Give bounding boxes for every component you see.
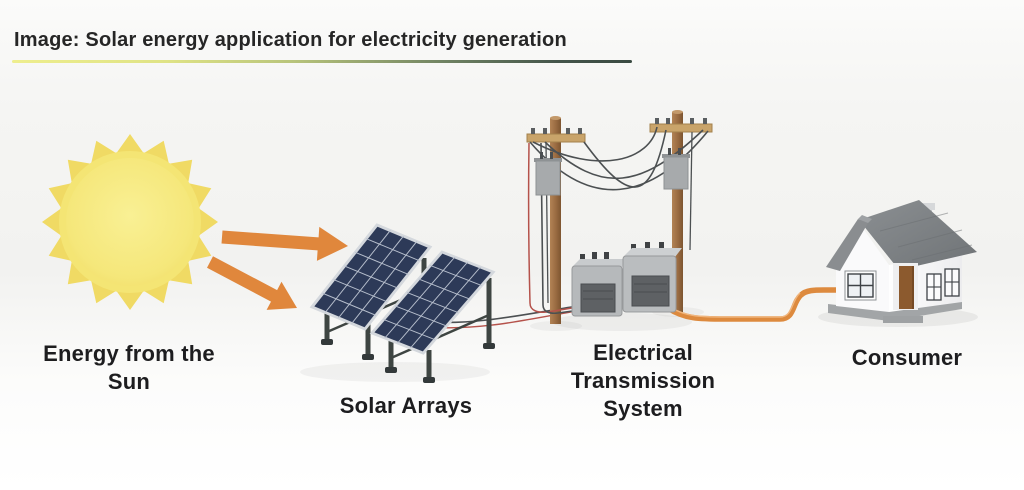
flow-arrow-icon [207,226,348,310]
label-energy-from-sun: Energy from the Sun [43,341,215,395]
pole-transformer-icon [534,148,690,196]
house-icon [826,200,977,323]
title-underline [12,60,632,63]
page-title: Image: Solar energy application for elec… [14,29,567,51]
transformer-icon [571,242,682,317]
label-solar-arrays: Solar Arrays [339,393,473,418]
solar-array-icon [309,223,496,383]
label-electrical-transmission-system: Electrical Transmission System [570,340,716,422]
sun-icon [42,134,218,310]
label-consumer: Consumer [851,345,963,370]
utility-pole-icon [526,110,713,324]
